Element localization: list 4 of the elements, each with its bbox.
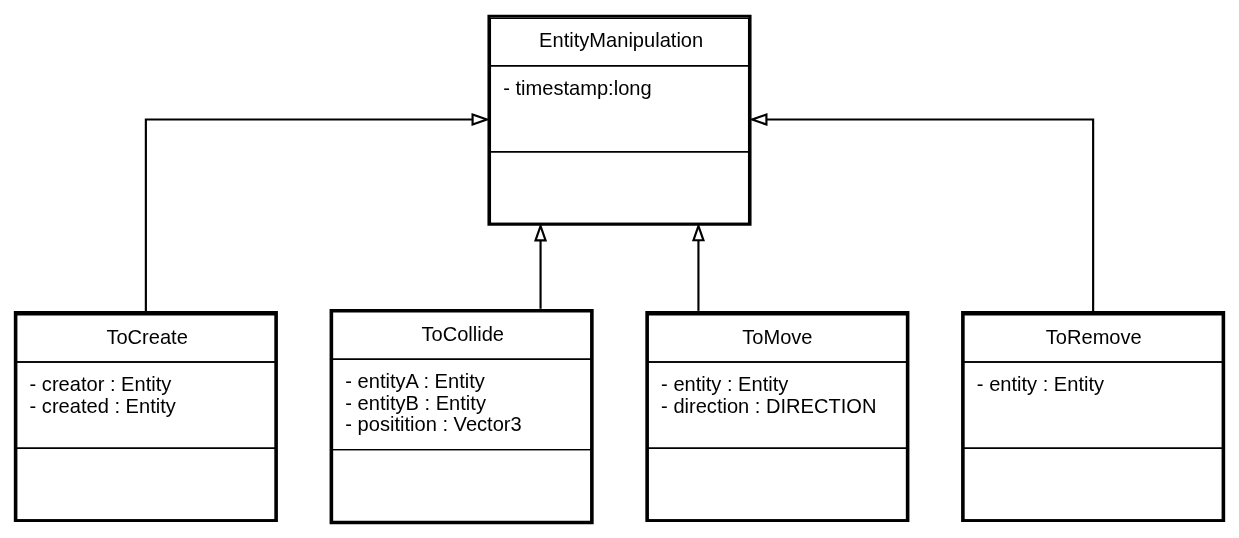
arrow bbox=[144, 112, 491, 311]
arrow bbox=[534, 222, 548, 309]
arrow bbox=[748, 112, 1095, 311]
arrow bbox=[691, 222, 705, 311]
